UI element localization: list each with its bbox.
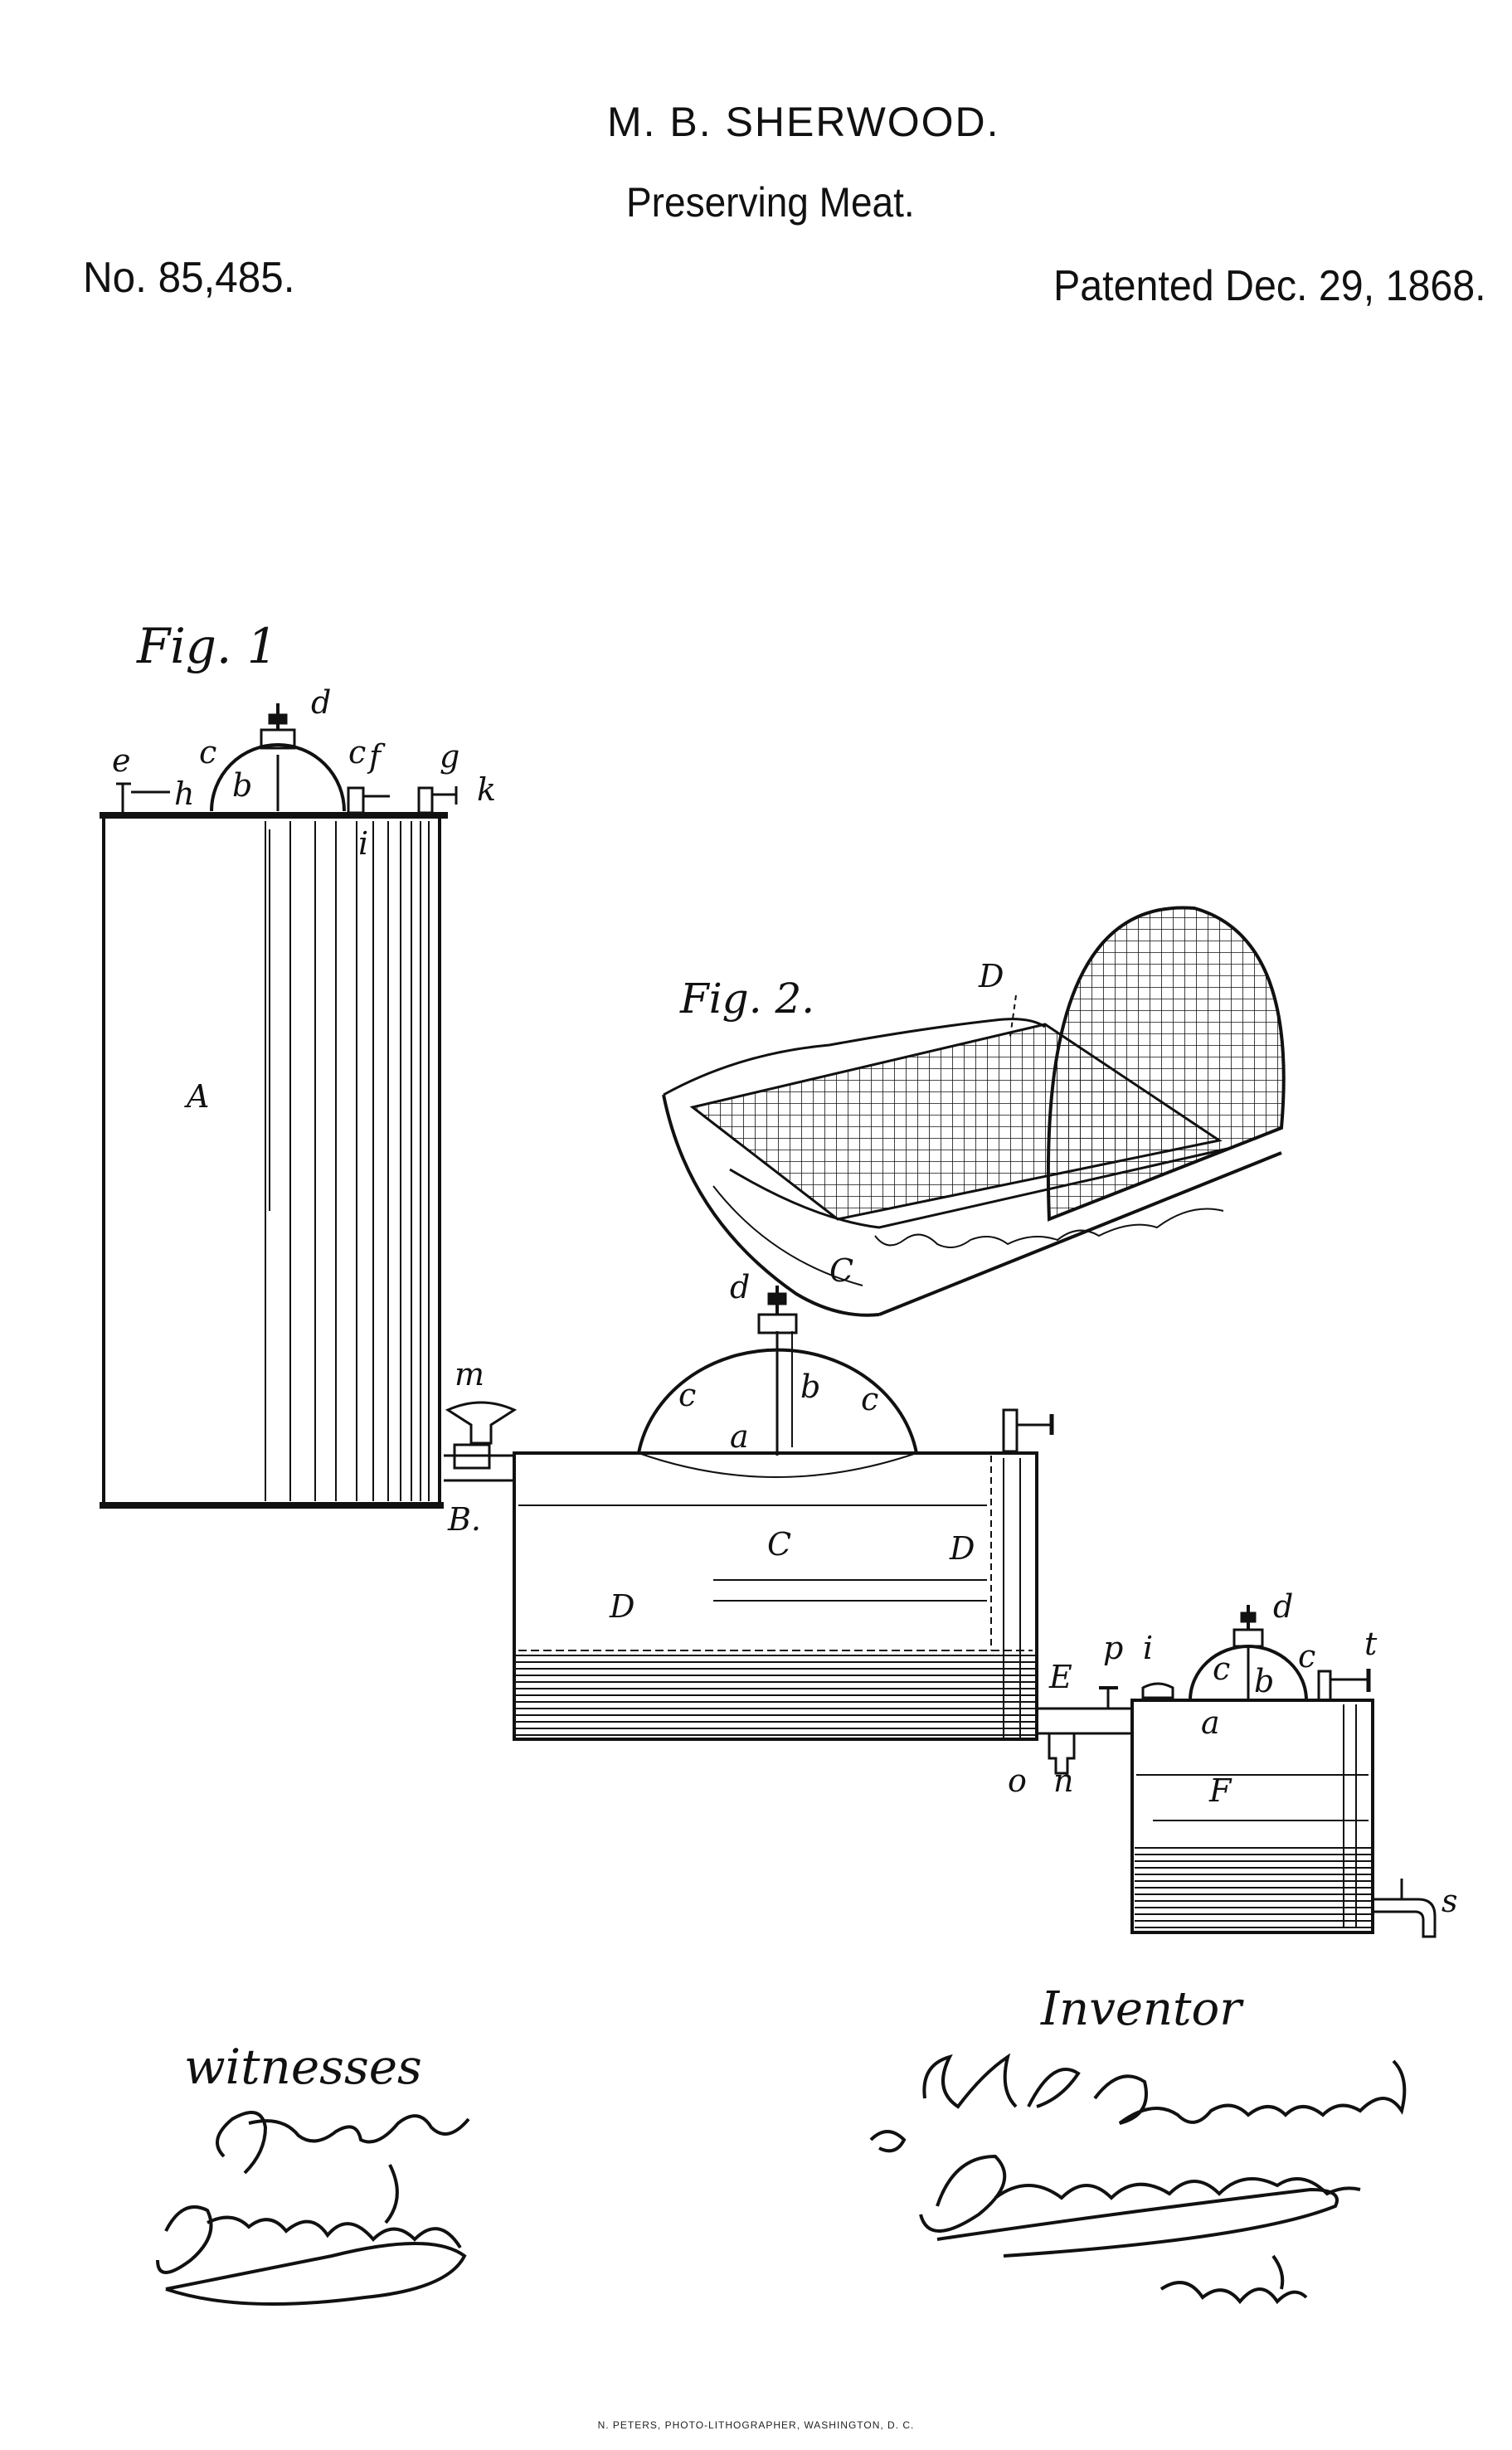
- label-c2: c: [348, 734, 366, 770]
- label-a1: a: [730, 1418, 749, 1455]
- cylinder-c: [514, 1286, 1132, 1773]
- label-b3: b: [1254, 1663, 1274, 1699]
- lithographer-footer: N. PETERS, PHOTO-LITHOGRAPHER, WASHINGTO…: [0, 2419, 1512, 2431]
- label-p: p: [1103, 1630, 1123, 1666]
- label-D2: D: [949, 1530, 975, 1567]
- label-C2: C: [829, 1252, 853, 1289]
- inventor-signature-m-b-sherwood: [924, 2057, 1404, 2123]
- label-m: m: [455, 1356, 484, 1393]
- label-c4: c: [861, 1381, 878, 1417]
- inventor-label: Inventor: [1041, 1982, 1242, 2036]
- label-i2: i: [1143, 1630, 1153, 1666]
- label-c6: c: [1298, 1638, 1315, 1675]
- label-d2: d: [730, 1269, 750, 1305]
- fig2-tray: [664, 907, 1284, 1315]
- label-B: B.: [447, 1501, 481, 1538]
- label-k: k: [477, 771, 496, 808]
- label-e: e: [112, 742, 131, 779]
- label-A: A: [184, 1078, 209, 1115]
- label-i1: i: [358, 825, 368, 862]
- label-F: F: [1208, 1772, 1232, 1809]
- label-h: h: [174, 775, 194, 812]
- fig1-cylinder: [100, 703, 514, 1506]
- label-f: f: [367, 738, 386, 775]
- witnesses-label: witnesses: [184, 2039, 422, 2095]
- label-a2: a: [1201, 1704, 1220, 1741]
- label-s: s: [1442, 1883, 1458, 1919]
- label-D1: D: [978, 958, 1004, 994]
- label-d3: d: [1273, 1588, 1293, 1625]
- label-b2: b: [800, 1368, 820, 1405]
- label-g: g: [440, 738, 459, 775]
- witness-signature-leopold-evert: [158, 2207, 464, 2304]
- label-c5: c: [1213, 1650, 1230, 1687]
- label-c3: c: [678, 1377, 696, 1413]
- attorney-signature: [871, 2132, 1360, 2302]
- label-o: o: [1008, 1762, 1027, 1799]
- label-d1: d: [311, 684, 331, 721]
- witness-signature-harly-king: [217, 2112, 469, 2223]
- label-C: C: [767, 1526, 791, 1563]
- label-c1: c: [199, 734, 216, 770]
- label-n: n: [1053, 1762, 1073, 1799]
- label-E: E: [1048, 1659, 1072, 1695]
- label-b1: b: [232, 767, 252, 804]
- label-D3: D: [609, 1588, 634, 1625]
- label-t: t: [1364, 1626, 1378, 1662]
